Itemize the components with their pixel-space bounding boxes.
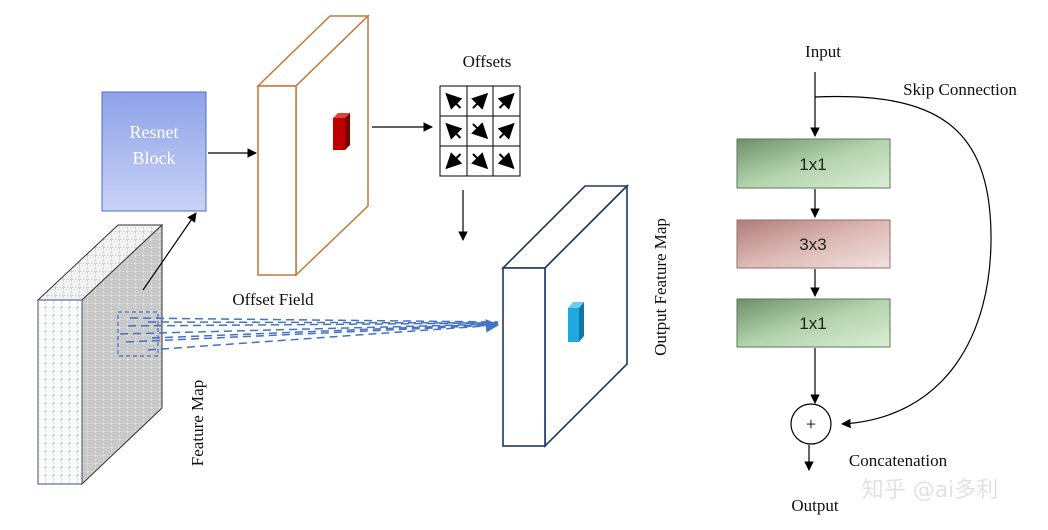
resnet-block-label-line2: Block — [133, 148, 176, 168]
offset-arrow-8 — [471, 152, 489, 170]
conv-block-1x1-bottom — [736, 298, 891, 348]
offset-cube — [333, 113, 350, 150]
offsets-label: Offsets — [463, 52, 512, 71]
resnet-block: Resnet Block — [101, 91, 207, 212]
conv-block-1x1-bottom-label: 1x1 — [799, 314, 826, 333]
output-label: Output — [791, 496, 839, 515]
concatenation-label: Concatenation — [849, 451, 948, 470]
offset-field-label: Offset Field — [232, 290, 314, 309]
offset-arrow-7 — [445, 152, 463, 170]
offset-field-lines — [119, 317, 500, 351]
offset-arrow-4 — [445, 122, 463, 140]
feature-map-label: Feature Map — [188, 380, 207, 466]
skip-connection-label: Skip Connection — [903, 80, 1017, 99]
skip-connection-curve — [814, 95, 992, 429]
offsets-grid — [439, 85, 521, 177]
input-label: Input — [805, 42, 841, 61]
sum-node-plus: + — [806, 414, 816, 434]
offset-arrow-1 — [445, 92, 463, 110]
sum-node: + — [790, 403, 832, 445]
offset-volume — [256, 14, 370, 277]
conv-block-1x1-top — [736, 138, 891, 189]
offset-arrow-2 — [471, 92, 489, 110]
conv-block-1x1-top-label: 1x1 — [799, 155, 826, 174]
conv-block-3x3 — [736, 219, 891, 269]
offset-arrow-6 — [497, 122, 515, 140]
conv-block-3x3-label: 3x3 — [799, 235, 826, 254]
offset-arrow-5 — [471, 122, 489, 140]
output-cube — [568, 302, 584, 342]
watermark: 知乎 @ai多利 — [862, 478, 999, 503]
offset-arrow-3 — [497, 92, 515, 110]
feature-map-front-face — [37, 299, 83, 485]
feature-map-volume — [36, 223, 164, 486]
resnet-block-label-line1: Resnet — [130, 122, 179, 142]
offset-arrow-9 — [497, 152, 515, 170]
arrow-featuremap-to-resnet — [142, 212, 197, 291]
output-feature-map-volume — [501, 184, 629, 448]
output-feature-map-label: Output Feature Map — [651, 218, 670, 356]
